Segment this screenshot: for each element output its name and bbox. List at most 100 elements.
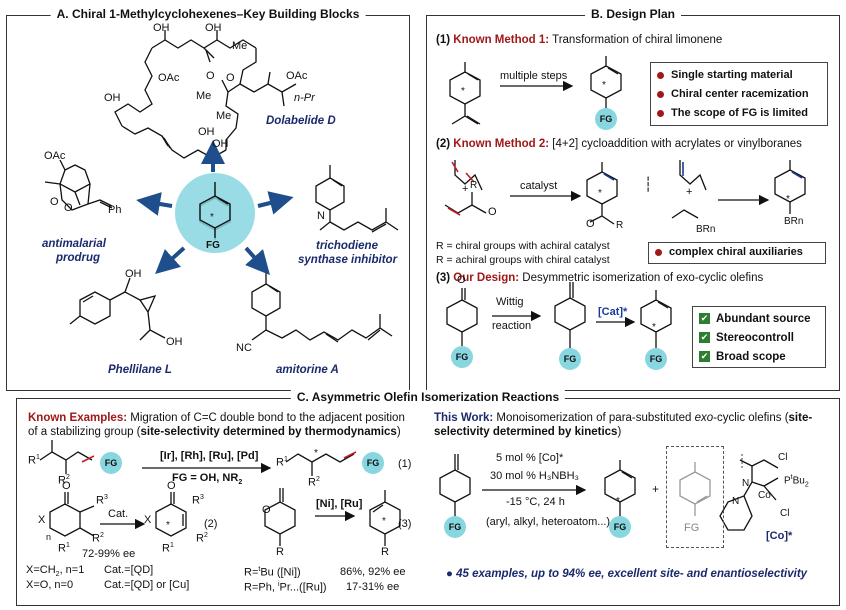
acrylate [444, 192, 487, 214]
panel-a: A. Chiral 1-Methylcyclohexenes–Key Build… [6, 7, 410, 391]
trichodiene-structure [315, 165, 399, 233]
rxn2-ee: 72-99% ee [82, 548, 136, 560]
panel-b-title: B. Design Plan [584, 7, 682, 21]
m1-arrow-label: multiple steps [500, 70, 568, 82]
label-oh-5: OH [212, 138, 229, 150]
m2-star-2: * [786, 194, 790, 205]
m1-point-2: Chiral center racemization [657, 85, 821, 104]
known-text-2b: site-selectivity determined by thermodyn… [140, 426, 397, 438]
m3-num: (3) [436, 272, 451, 284]
label-npr: n-Pr [294, 92, 315, 104]
antimalarial-label: antimalarial [42, 238, 106, 250]
m1-point-1: Single starting material [657, 66, 821, 85]
rxn2-cat-1: Cat.=[QD] [104, 564, 154, 576]
label-o-3: O [50, 196, 59, 208]
antimalarial-structure [44, 159, 113, 211]
wittig-label-1: Wittig [496, 296, 524, 308]
m3-point-3: ✔Broad scope [699, 351, 786, 363]
m3-fg-circle-1: FG [451, 346, 473, 368]
label-oac-1: OAc [158, 72, 180, 84]
m2-r-2: R [616, 220, 624, 231]
m2-r2: R = achiral groups with chiral catalyst [436, 254, 610, 266]
co-atom: Co [758, 490, 771, 501]
rxn3-ee-2: 17-31% ee [346, 581, 400, 593]
rxn2-o-1: O [62, 480, 71, 492]
m2-bm-2: BRn [784, 216, 804, 227]
dolabelide-label: Dolabelide D [266, 115, 336, 127]
rxn3-num: (3) [398, 518, 412, 530]
method2-product-b [774, 160, 806, 214]
rxn1-star: * [314, 448, 318, 459]
rxn3-substrate [264, 488, 296, 546]
rxn2-cond-2: X=O, n=0 [26, 579, 74, 591]
cond-2: 30 mol % H₃NBH₃ [490, 470, 580, 482]
synthase-label: synthase inhibitor [298, 254, 398, 266]
label-me-2: Me [196, 90, 212, 102]
rxn3-r-2: R [381, 546, 389, 558]
m3-point-2: ✔Stereocontroll [699, 332, 794, 344]
byproduct-box [666, 446, 724, 548]
m3-point-1: ✔Abundant source [699, 313, 811, 325]
thiswork-fg-1: FG [444, 516, 466, 538]
m2-o-1: O [488, 206, 497, 218]
rxn3-star: * [382, 516, 386, 527]
rxn2-substrate [49, 492, 95, 537]
trichodiene-label: trichodiene [316, 240, 378, 252]
phellilane-label: Phellilane L [108, 364, 172, 376]
rxn2-n-1: n [46, 532, 52, 542]
cond-3: -15 °C, 24 h [506, 496, 565, 508]
label-oh-6: OH [125, 268, 142, 280]
amitorine-label: amitorine A [276, 364, 339, 376]
diene-2 [679, 160, 707, 191]
highlight-disc [175, 173, 255, 253]
phellilane-structure [69, 277, 166, 341]
co-cl-1: Cl [778, 452, 788, 463]
blue-arrows [136, 140, 294, 275]
known-label: Known Examples: [28, 412, 128, 424]
rxn3-product [369, 490, 401, 546]
label-star-center: * [210, 212, 214, 223]
rxn3-ee-1: 86%, 92% ee [340, 566, 406, 578]
m2-point: complex chiral auxiliaries [655, 243, 819, 262]
m3-o: O [457, 274, 466, 286]
label-oh-7: OH [166, 336, 183, 348]
m1-star-1: * [461, 86, 465, 97]
m1-heading: (1) Known Method 1: Transformation of ch… [436, 34, 722, 46]
label-o-2: O [226, 72, 235, 84]
panel-a-title: A. Chiral 1-Methylcyclohexenes–Key Build… [50, 7, 366, 21]
rxn2-r3-prod: R3 [192, 494, 204, 507]
m2-star-1: * [598, 188, 602, 199]
cobalt-complex [719, 459, 779, 531]
rxn2-cat-2: Cat.=[QD] or [Cu] [104, 579, 190, 591]
label-me-3: Me [216, 110, 232, 122]
diene-1 [454, 160, 483, 191]
byproduct-fg: FG [684, 522, 700, 534]
label-oac-2: OAc [286, 70, 308, 82]
label-o-4: O [64, 202, 73, 214]
co-pbu: PtBu2 [784, 474, 809, 489]
cyclohexanone [446, 288, 478, 346]
panel-c: C. Asymmetric Olefin Isomerization React… [16, 390, 840, 606]
center-fg: FG [206, 240, 220, 251]
m2-heading: (2) Known Method 2: [4+2] cycloaddition … [436, 138, 802, 150]
rxn2-r2-prod: R2 [196, 532, 208, 545]
cond-1: 5 mol % [Co]* [496, 452, 564, 464]
known-line-1: Known Examples: Migration of C=C double … [28, 412, 405, 424]
rxn2-product [155, 492, 187, 537]
rxn1-fg-1: FG [100, 452, 122, 474]
rxn2-cat: Cat. [108, 508, 129, 520]
label-oac-3: OAc [44, 150, 66, 162]
m2-point-box: complex chiral auxiliaries [648, 242, 826, 264]
label-nc: NC [236, 342, 252, 354]
rxn3-r-def-2: R=Ph, iPr...([Ru]) [244, 581, 327, 594]
panel-b: B. Design Plan [426, 7, 840, 391]
label-me-1: Me [232, 40, 248, 52]
vinylborane [671, 209, 699, 219]
m2-plus-2: + [686, 186, 693, 198]
co-n-2: N [732, 496, 740, 507]
label-oh-2: OH [205, 22, 222, 34]
m3-fg-circle-2: FG [559, 348, 581, 370]
label-oh-3: OH [104, 92, 121, 104]
rxn2-star: * [166, 520, 170, 531]
rxn1-product [285, 453, 355, 476]
